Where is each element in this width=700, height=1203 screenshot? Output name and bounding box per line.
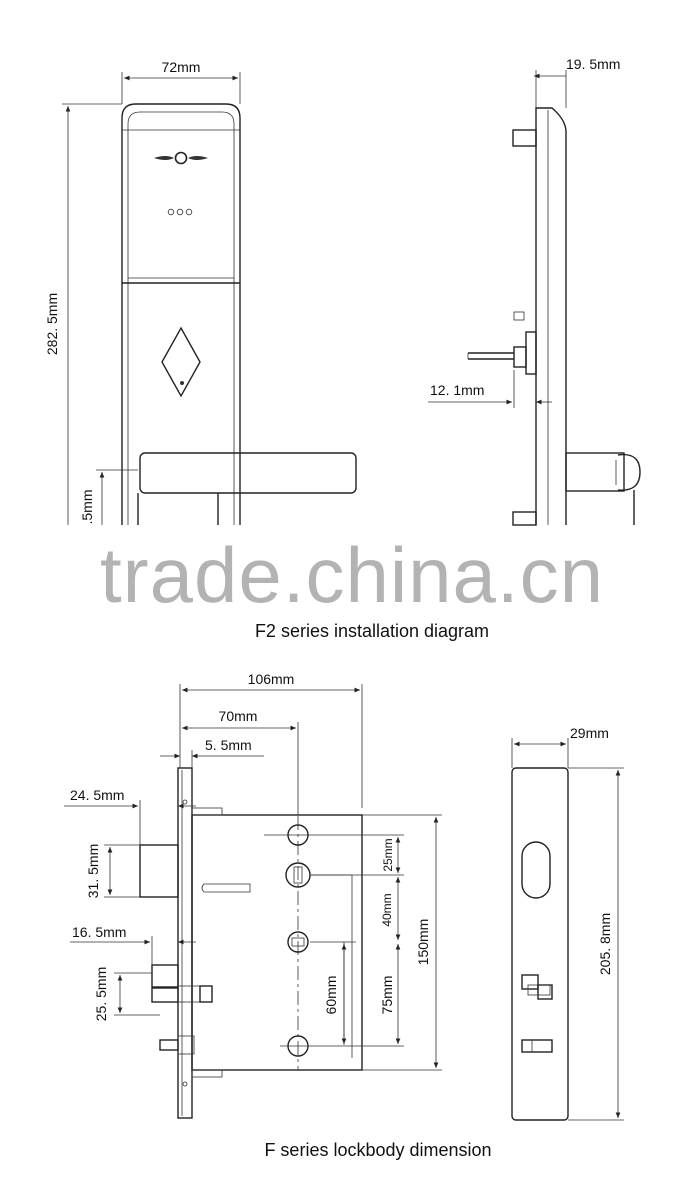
dim-depth-19-5: 19. 5mm — [534, 56, 620, 108]
dim-label-70: 70mm — [219, 708, 258, 724]
dim-label-spindle: 12. 1mm — [430, 382, 484, 398]
dim-label-25-5: 25. 5mm — [93, 967, 109, 1021]
dim-label-25: 25mm — [381, 838, 395, 871]
dim-205-8: 205. 8mm — [568, 767, 624, 1121]
dim-label-5-5: 5. 5mm — [205, 737, 252, 753]
watermark-text: trade.china.cn — [100, 531, 604, 619]
dim-label-31-5: 31. 5mm — [85, 844, 101, 898]
dim-width-72: 72mm — [121, 59, 241, 104]
dim-29: 29mm — [511, 725, 609, 768]
dim-label-handle: .5mm — [79, 490, 95, 525]
dim-40: 40mm — [380, 877, 401, 940]
latch-slot — [521, 841, 551, 899]
faceplate-view — [511, 767, 569, 1121]
dim-label-40: 40mm — [380, 893, 394, 926]
dim-label-75: 75mm — [379, 976, 395, 1015]
dim-handle-partial: .5mm — [79, 469, 138, 525]
dim-25-5: 25. 5mm — [93, 967, 160, 1021]
dim-label-150: 150mm — [415, 919, 431, 966]
dim-31-5: 31. 5mm — [85, 844, 140, 898]
led-indicator-icon — [167, 208, 193, 216]
f2-side-view — [467, 107, 641, 526]
dim-60: 60mm — [323, 944, 347, 1044]
brand-logo-icon — [154, 151, 208, 165]
dim-25: 25mm — [310, 834, 404, 876]
dim-70: 70mm — [182, 708, 299, 815]
dim-label-60: 60mm — [323, 976, 339, 1015]
caption-lockbody: F series lockbody dimension — [264, 1140, 491, 1160]
dim-label-29: 29mm — [570, 725, 609, 741]
dim-label-height: 282. 5mm — [44, 293, 60, 355]
caption-installation: F2 series installation diagram — [255, 621, 489, 641]
f2-front-view — [121, 103, 357, 525]
dim-label-16-5: 16. 5mm — [72, 924, 126, 940]
dim-label-24-5: 24. 5mm — [70, 787, 124, 803]
dim-5-5: 5. 5mm — [160, 737, 264, 768]
dim-106: 106mm — [179, 671, 363, 808]
dim-75: 75mm — [318, 944, 404, 1047]
dim-24-5: 24. 5mm — [64, 787, 196, 845]
door-handle — [139, 452, 357, 494]
dim-label-depth: 19. 5mm — [566, 56, 620, 72]
card-reader-icon — [161, 326, 201, 398]
dim-height-282: 282. 5mm — [44, 103, 122, 525]
lockbody-front — [139, 767, 363, 1119]
dim-spindle-12-1: 12. 1mm — [428, 370, 552, 408]
dim-16-5: 16. 5mm — [70, 924, 196, 965]
dim-label-width: 72mm — [162, 59, 201, 75]
dim-label-106: 106mm — [248, 671, 295, 687]
dim-label-205-8: 205. 8mm — [597, 913, 613, 975]
dim-150: 150mm — [362, 814, 442, 1071]
